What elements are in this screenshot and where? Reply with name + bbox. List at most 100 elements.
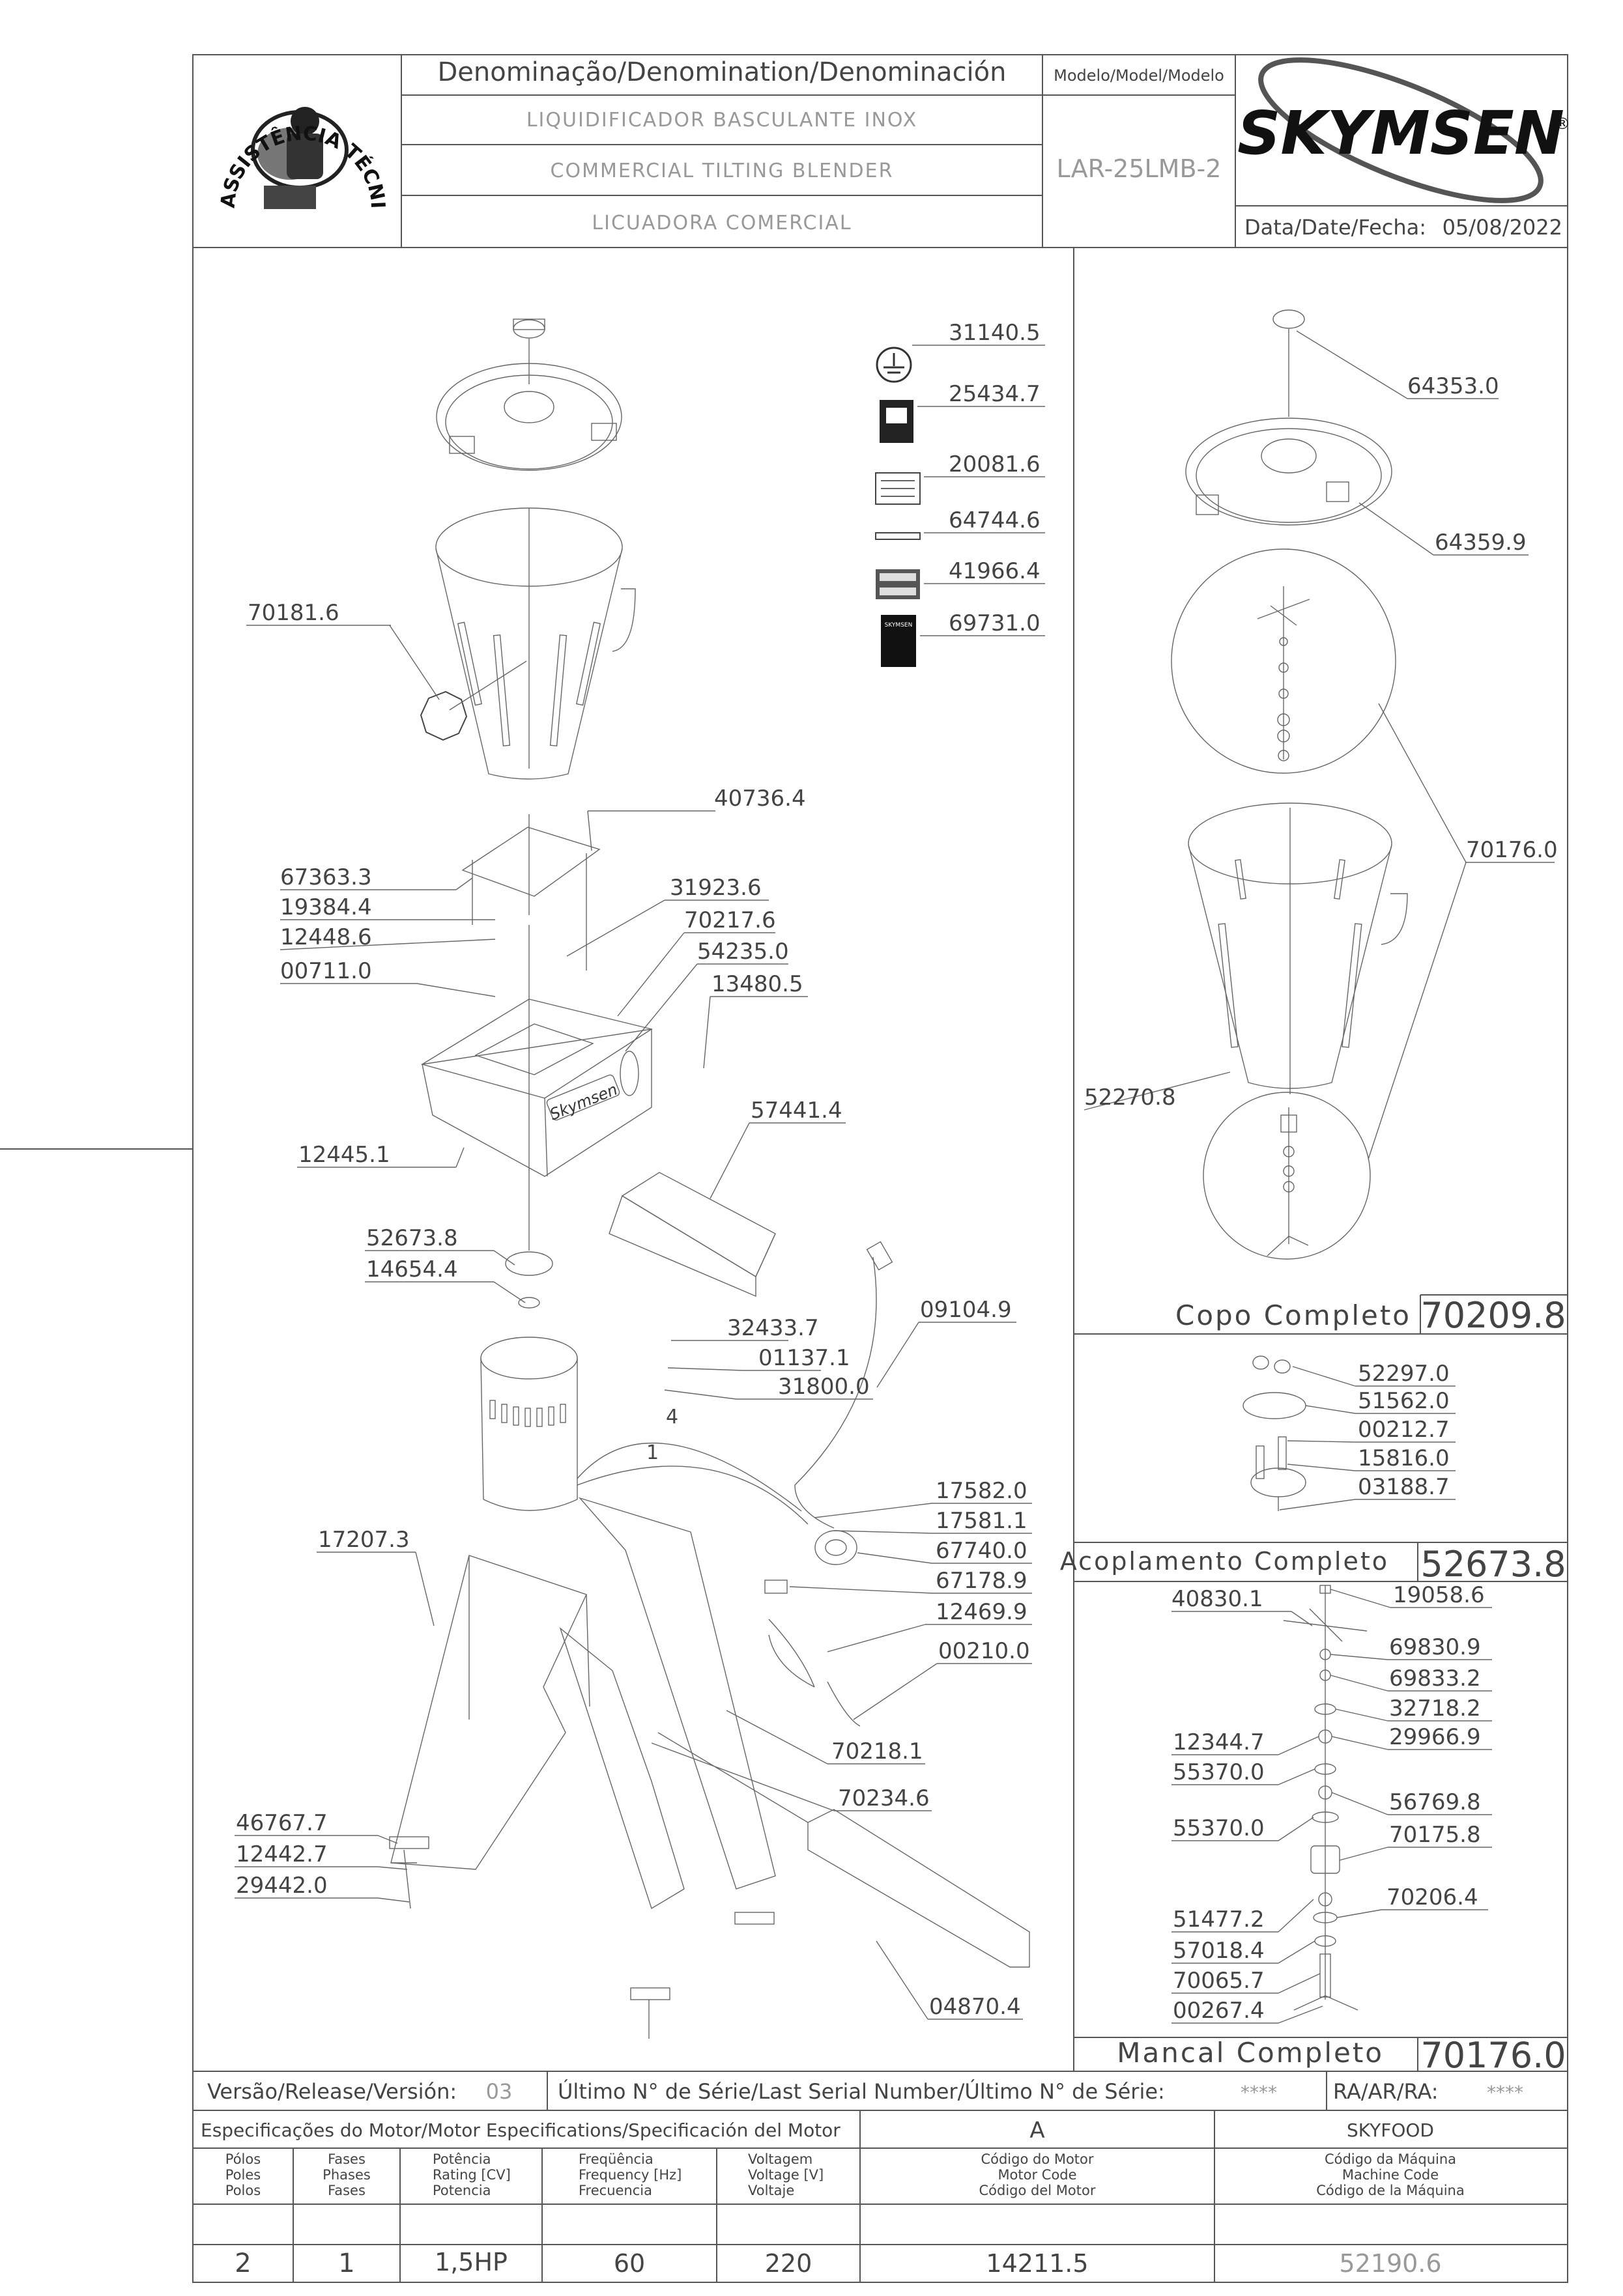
col-poles-pt: Pólos bbox=[225, 2151, 261, 2167]
brand-name: SKYMSEN bbox=[1237, 98, 1564, 168]
part-57441-4: 57441.4 bbox=[751, 1098, 842, 1124]
date-label: Data/Date/Fecha: bbox=[1244, 215, 1426, 240]
part-12445-1: 12445.1 bbox=[298, 1142, 390, 1168]
ra-value: **** bbox=[1487, 2082, 1523, 2103]
col-machine-code-pt: Código da Máquina bbox=[1325, 2151, 1456, 2167]
brand-sticker-icon bbox=[881, 615, 916, 667]
part-64353-0: 64353.0 bbox=[1407, 373, 1499, 399]
label-41966-4: 41966.4 bbox=[949, 558, 1041, 584]
part-12448-6: 12448.6 bbox=[280, 924, 372, 950]
acoplamento-drawing bbox=[1242, 1355, 1306, 1511]
blender-lid-drawing bbox=[436, 319, 622, 471]
poles-value: 2 bbox=[235, 2248, 251, 2278]
part-03188-7: 03188.7 bbox=[1358, 1474, 1450, 1500]
col-motor-code-en: Motor Code bbox=[998, 2167, 1076, 2183]
part-29442-0: 29442.0 bbox=[236, 1873, 328, 1899]
motor-code-value: 14211.5 bbox=[986, 2249, 1088, 2278]
col-power-en: Rating [CV] bbox=[433, 2167, 511, 2183]
copo-completo-title: Copo Completo bbox=[1175, 1299, 1411, 1331]
col-freq-pt: Freqüência bbox=[579, 2151, 654, 2167]
part-19058-6: 19058.6 bbox=[1393, 1582, 1485, 1608]
voltage-value: 220 bbox=[765, 2249, 812, 2278]
label-31140-5: 31140.5 bbox=[949, 320, 1041, 346]
col-poles-es: Polos bbox=[225, 2183, 261, 2198]
main-part-numbers: 70181.6 40736.4 67363.3 19384.4 12448.6 … bbox=[236, 600, 1030, 2020]
label-69731-0: 69731.0 bbox=[949, 610, 1041, 636]
product-name-es: LICUADORA COMERCIAL bbox=[592, 212, 852, 234]
label-stickers: SKYMSEN 31140.5 25434.7 20081.6 64744.6 … bbox=[875, 320, 1045, 667]
ra-label: RA/AR/RA: bbox=[1333, 2079, 1439, 2104]
part-69833-2: 69833.2 bbox=[1389, 1665, 1481, 1692]
part-32718-2: 32718.2 bbox=[1389, 1695, 1481, 1722]
power-cable-drawing bbox=[577, 1241, 893, 1727]
mancal-completo-code: 70176.0 bbox=[1420, 2035, 1566, 2076]
col-phases-es: Fases bbox=[328, 2183, 366, 2198]
acoplamento-completo-title: Acoplamento Completo bbox=[1060, 1547, 1389, 1576]
part-19384-4: 19384.4 bbox=[280, 894, 372, 920]
part-52673-8: 52673.8 bbox=[366, 1225, 458, 1251]
denomination-label: Denominação/Denomination/Denominación bbox=[437, 57, 1006, 87]
part-31923-6: 31923.6 bbox=[670, 875, 762, 901]
mancal-leader-lines bbox=[1171, 1589, 1492, 2024]
part-70234-6: 70234.6 bbox=[838, 1785, 930, 1811]
part-51477-2: 51477.2 bbox=[1173, 1906, 1265, 1933]
part-12442-7: 12442.7 bbox=[236, 1841, 328, 1867]
drawing-frame bbox=[0, 54, 1568, 2283]
stand-frame-drawing bbox=[389, 1497, 1030, 2039]
part-70181-6: 70181.6 bbox=[248, 600, 339, 626]
phases-value: 1 bbox=[338, 2248, 354, 2278]
part-17582-0: 17582.0 bbox=[936, 1478, 1027, 1504]
motor-drawing bbox=[480, 1337, 578, 1511]
part-17207-3: 17207.3 bbox=[318, 1527, 410, 1553]
part-70217-6: 70217.6 bbox=[684, 907, 776, 933]
acoplamento-completo-title-block: Acoplamento Completo 52673.8 bbox=[1060, 1542, 1568, 1585]
serial-label: Último N° de Série/Last Serial Number/Úl… bbox=[558, 2078, 1165, 2104]
col-power-pt: Potência bbox=[433, 2151, 491, 2167]
manufacturer: SKYFOOD bbox=[1347, 2119, 1434, 2141]
part-57018-4: 57018.4 bbox=[1173, 1938, 1265, 1964]
product-name-pt: LIQUIDIFICADOR BASCULANTE INOX bbox=[526, 109, 917, 132]
copo-completo-code: 70209.8 bbox=[1420, 1295, 1566, 1336]
version-value: 03 bbox=[486, 2079, 513, 2104]
mancal-completo-title: Mancal Completo bbox=[1117, 2037, 1384, 2069]
part-12469-9: 12469.9 bbox=[936, 1599, 1027, 1625]
version-label: Versão/Release/Versión: bbox=[207, 2079, 457, 2104]
label-64744-6: 64744.6 bbox=[949, 507, 1041, 533]
part-51562-0: 51562.0 bbox=[1358, 1388, 1450, 1414]
main-leader-lines bbox=[235, 625, 1032, 2020]
col-phases-pt: Fases bbox=[328, 2151, 366, 2167]
part-67740-0: 67740.0 bbox=[936, 1538, 1027, 1564]
skymsen-logo: SKYMSEN ® bbox=[1237, 57, 1570, 203]
col-voltage-en: Voltage [V] bbox=[748, 2167, 824, 2183]
part-52297-0: 52297.0 bbox=[1358, 1361, 1450, 1387]
label-20081-6: 20081.6 bbox=[949, 451, 1041, 477]
part-52270-8: 52270.8 bbox=[1084, 1084, 1176, 1111]
copo-completo-title-block: Copo Completo 70209.8 bbox=[1175, 1294, 1568, 1336]
part-67363-3: 67363.3 bbox=[280, 864, 372, 890]
part-00711-0: 00711.0 bbox=[280, 958, 372, 984]
col-poles-en: Poles bbox=[225, 2167, 261, 2183]
octagon-marker bbox=[389, 625, 527, 741]
wire-4-label: 4 bbox=[666, 1406, 678, 1428]
model-number: LAR-25LMB-2 bbox=[1057, 154, 1222, 183]
machine-code-value: 52190.6 bbox=[1339, 2249, 1441, 2278]
blender-cup-drawing bbox=[435, 507, 636, 780]
part-29966-9: 29966.9 bbox=[1389, 1724, 1481, 1750]
mancal-completo-title-block: Mancal Completo 70176.0 bbox=[1117, 2035, 1566, 2076]
part-13480-5: 13480.5 bbox=[711, 971, 803, 997]
part-40830-1: 40830.1 bbox=[1171, 1586, 1263, 1612]
part-04870-4: 04870.4 bbox=[929, 1994, 1021, 2020]
motor-class: A bbox=[1029, 2118, 1044, 2144]
part-00212-7: 00212.7 bbox=[1358, 1417, 1450, 1443]
acoplamento-completo-code: 52673.8 bbox=[1420, 1544, 1566, 1585]
motor-base-drawing bbox=[421, 814, 653, 1251]
part-00210-0: 00210.0 bbox=[938, 1638, 1030, 1664]
wire-1-label: 1 bbox=[646, 1441, 659, 1464]
part-70206-4: 70206.4 bbox=[1386, 1884, 1478, 1910]
part-14654-4: 14654.4 bbox=[366, 1256, 458, 1283]
part-55370-0-a: 55370.0 bbox=[1173, 1759, 1265, 1785]
label-25434-7: 25434.7 bbox=[949, 381, 1041, 407]
part-15816-0: 15816.0 bbox=[1358, 1445, 1450, 1471]
serial-value: **** bbox=[1241, 2082, 1277, 2103]
product-name-en: COMMERCIAL TILTING BLENDER bbox=[551, 160, 894, 182]
